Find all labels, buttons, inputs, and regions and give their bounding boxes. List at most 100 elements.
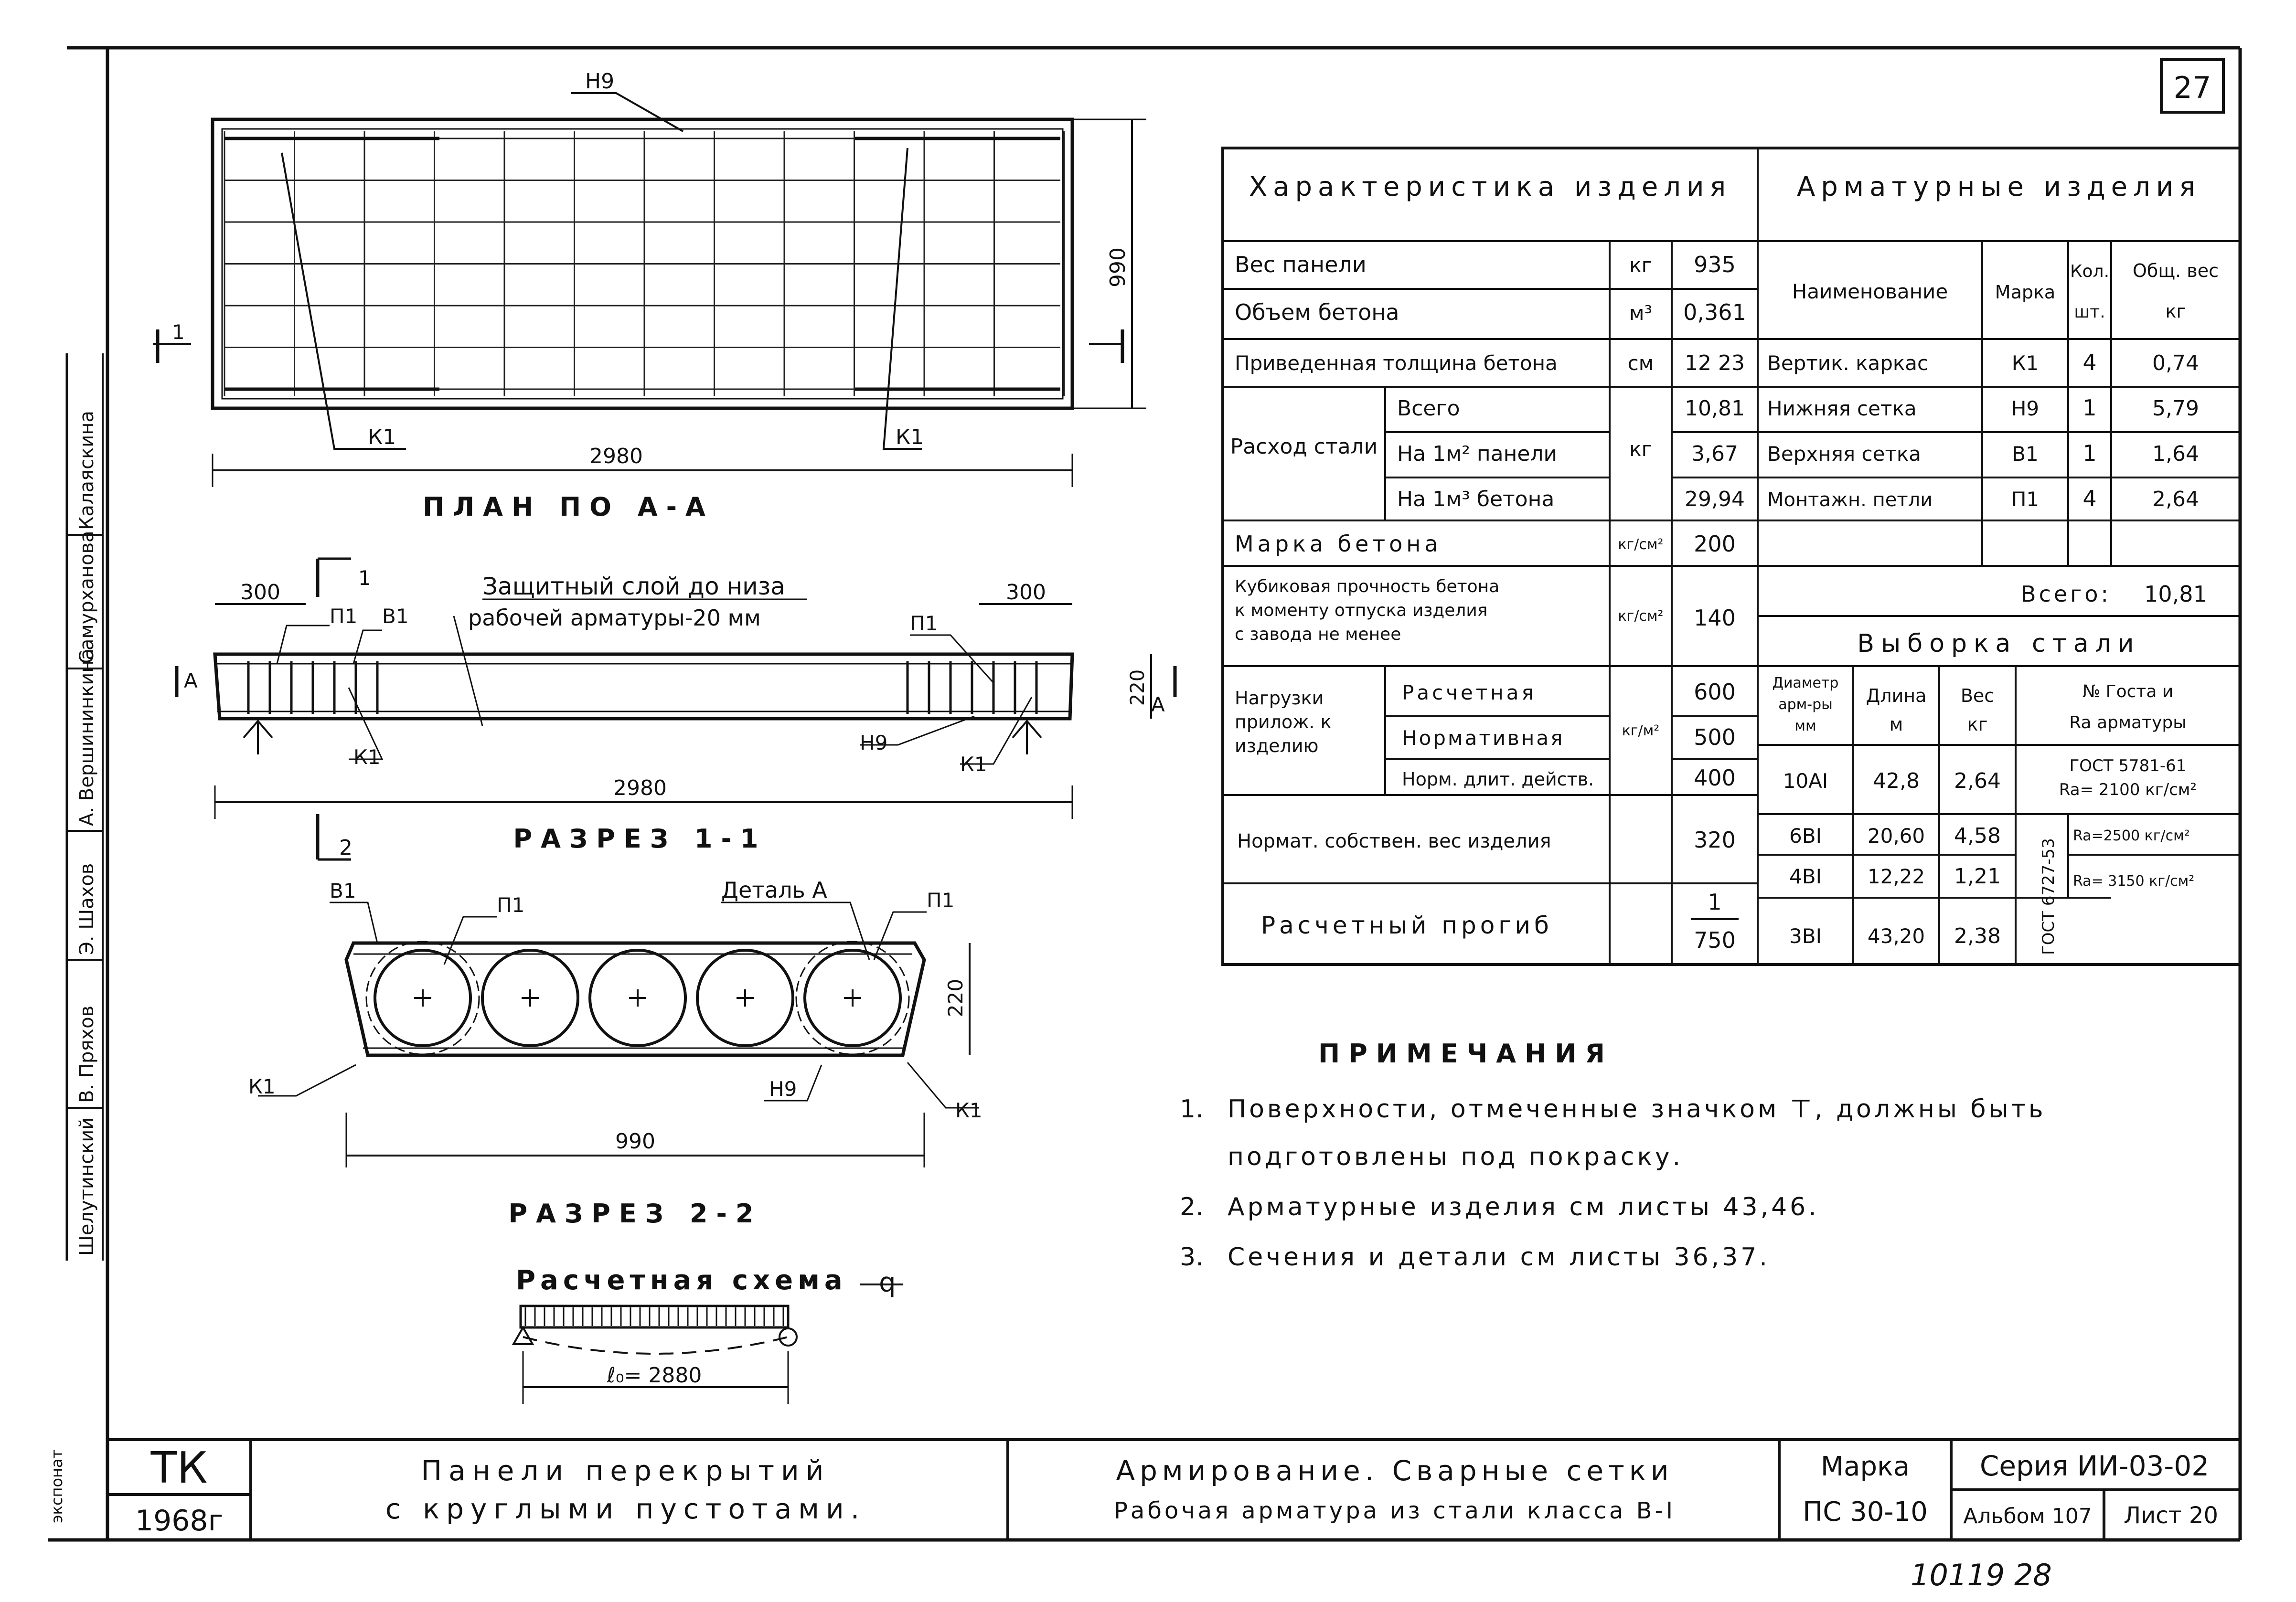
deflection-numerator: 1 (1708, 889, 1721, 915)
reinf-row-weight-1: 5,79 (2152, 396, 2199, 421)
section2-label-loop-left: П1 (497, 893, 524, 917)
sel-col-w-2: кг (1967, 714, 1988, 735)
note-1-num: 1. (1180, 1095, 1204, 1124)
section1-label-mesh-top: В1 (382, 605, 409, 628)
scheme-span: ℓ₀= 2880 (607, 1363, 702, 1388)
reinf-row-weight-0: 0,74 (2152, 351, 2199, 375)
sel-row-len-3: 43,20 (1868, 924, 1925, 948)
selection-header: Выборка стали (1857, 629, 2140, 658)
strength-unit: кг/см² (1618, 608, 1663, 625)
loads-row-label-2: Норм. длит. действ. (1402, 769, 1594, 790)
note-2-num: 2. (1180, 1193, 1204, 1221)
reinf-col-mark: Марка (1995, 282, 2055, 303)
sel-gost-1b: Ra= 2100 кг/см² (2059, 780, 2197, 799)
section1-cover-note-1: Защитный слой до низа (482, 573, 785, 600)
section1-height-dim: 220 (1127, 669, 1149, 706)
reinf-row-qty-3: 4 (2082, 486, 2096, 511)
scheme-title: Расчетная схема (516, 1265, 847, 1296)
reinf-row-qty-0: 4 (2082, 350, 2096, 375)
section1-rebar-right (906, 661, 1038, 714)
reinf-row-weight-3: 2,64 (2152, 487, 2199, 511)
plan-width-dim: 990 (1106, 247, 1130, 287)
steel-row-label-1: На 1м² панели (1397, 442, 1557, 466)
reinf-row-mark-1: Н9 (2011, 397, 2039, 420)
loads-row-value-1: 500 (1694, 724, 1736, 750)
loads-row-label-1: Нормативная (1402, 726, 1564, 750)
sel-row-len-0: 42,8 (1873, 769, 1920, 793)
sel-col-diam-2: арм-ры (1778, 696, 1833, 713)
section1-label-mesh-bottom: Н9 (860, 731, 887, 754)
plan-label-frame-left: К1 (368, 425, 396, 449)
sel-ra-1: Ra=2500 кг/см² (2073, 828, 2190, 844)
sel-row-w-1: 4,58 (1954, 824, 2001, 848)
void-circle (481, 949, 579, 1047)
section1-rebar-left (247, 661, 379, 714)
characteristics-table: Характеристика изделия Арматурные издели… (1221, 147, 2242, 966)
plan-label-frame-right: К1 (896, 425, 924, 449)
stamp-name-3: Э. Шахов (76, 863, 98, 955)
sel-row-w-0: 2,64 (1954, 769, 2001, 793)
note-3-num: 3. (1180, 1243, 1204, 1272)
reinf-col-qty-1: Кол. (2070, 262, 2109, 281)
section2-label-frame-right: К1 (955, 1099, 982, 1122)
scheme-load-symbol: q (879, 1267, 896, 1298)
plan-mesh-grid (224, 131, 1065, 396)
self-weight-label: Нормат. собствен. вес изделия (1237, 830, 1551, 852)
title-mark-value: ПС 30-10 (1803, 1496, 1928, 1528)
sel-gost-2: ГОСТ 6727-53 (2039, 838, 2058, 955)
plan-label-mesh: Н9 (585, 69, 614, 94)
reinf-col-qty-2: шт. (2074, 302, 2105, 322)
archive-number: 10119 28 (1911, 1558, 2052, 1592)
reinf-col-weight-2: кг (2166, 301, 2186, 322)
sheet-number-box (2160, 58, 2225, 114)
stamp-name-7: экспонат (48, 1450, 66, 1523)
void-circle (803, 949, 902, 1047)
loads-row-value-0: 600 (1694, 679, 1736, 705)
design-scheme: Расчетная схема q ℓ₀= 2880 (512, 1265, 903, 1404)
notes-title: ПРИМЕЧАНИЯ (1318, 1039, 1613, 1069)
note-2-line-1: Арматурные изделия см листы 43,46. (1228, 1193, 1819, 1221)
stamp-name-2: В. Пряхов (76, 1006, 98, 1103)
reinf-header: Арматурные изделия (1797, 171, 2201, 202)
sel-row-diam-2: 4ВI (1789, 865, 1822, 888)
section1-mark-a-right: А (1151, 693, 1165, 716)
sel-row-w-2: 1,21 (1954, 864, 2001, 889)
section1-cover-note-2: рабочей арматуры-20 мм (468, 605, 761, 631)
section-1-1: 300 300 2980 РАЗРЕЗ 1-1 Защитный слой до… (175, 557, 1177, 861)
char-row-label-1: Объем бетона (1235, 299, 1399, 325)
steel-row-label-2: На 1м³ бетона (1397, 487, 1554, 511)
sel-col-len-1: Длина (1866, 685, 1927, 706)
grade-unit: кг/см² (1618, 536, 1663, 553)
strength-label-1: Кубиковая прочность бетона (1235, 577, 1499, 596)
strength-label-2: к моменту отпуска изделия (1235, 601, 1487, 620)
reinf-row-name-3: Монтажн. петли (1767, 489, 1933, 511)
sel-row-len-1: 20,60 (1868, 824, 1925, 848)
steel-row-value-0: 10,81 (1685, 396, 1745, 421)
section2-label-frame-left: К1 (248, 1075, 276, 1098)
steel-usage-unit: кг (1629, 437, 1652, 461)
reinf-col-weight-1: Общ. вес (2133, 260, 2219, 281)
notes: ПРИМЕЧАНИЯ 1. Поверхности, отмеченные зн… (1180, 1039, 2043, 1272)
void-circle (696, 949, 794, 1047)
steel-row-label-0: Всего (1397, 396, 1460, 421)
reinf-row-qty-1: 1 (2082, 395, 2096, 421)
section1-dim-left: 300 (240, 580, 280, 605)
title-mark-label: Марка (1821, 1451, 1910, 1482)
section1-label-frame-right: К1 (960, 753, 987, 776)
steel-row-value-1: 3,67 (1691, 442, 1738, 466)
section1-mark-1: 1 (358, 566, 371, 590)
section1-title: РАЗРЕЗ 1-1 (513, 824, 767, 854)
deflection-denominator: 750 (1694, 927, 1736, 953)
loads-row-label-0: Расчетная (1402, 681, 1537, 704)
grade-label: Марка бетона (1235, 531, 1442, 557)
char-row-value-0: 935 (1694, 252, 1736, 277)
sel-col-diam-3: мм (1794, 718, 1816, 734)
stamp-name-1: Шелутинский (76, 1117, 98, 1256)
reinf-row-qty-2: 1 (2082, 440, 2096, 466)
steel-row-value-2: 29,94 (1685, 487, 1745, 511)
plan-section-mark: 1 (172, 320, 185, 344)
title-main-1: Панели перекрытий (421, 1454, 831, 1487)
scheme-load-hatch (524, 1307, 784, 1326)
